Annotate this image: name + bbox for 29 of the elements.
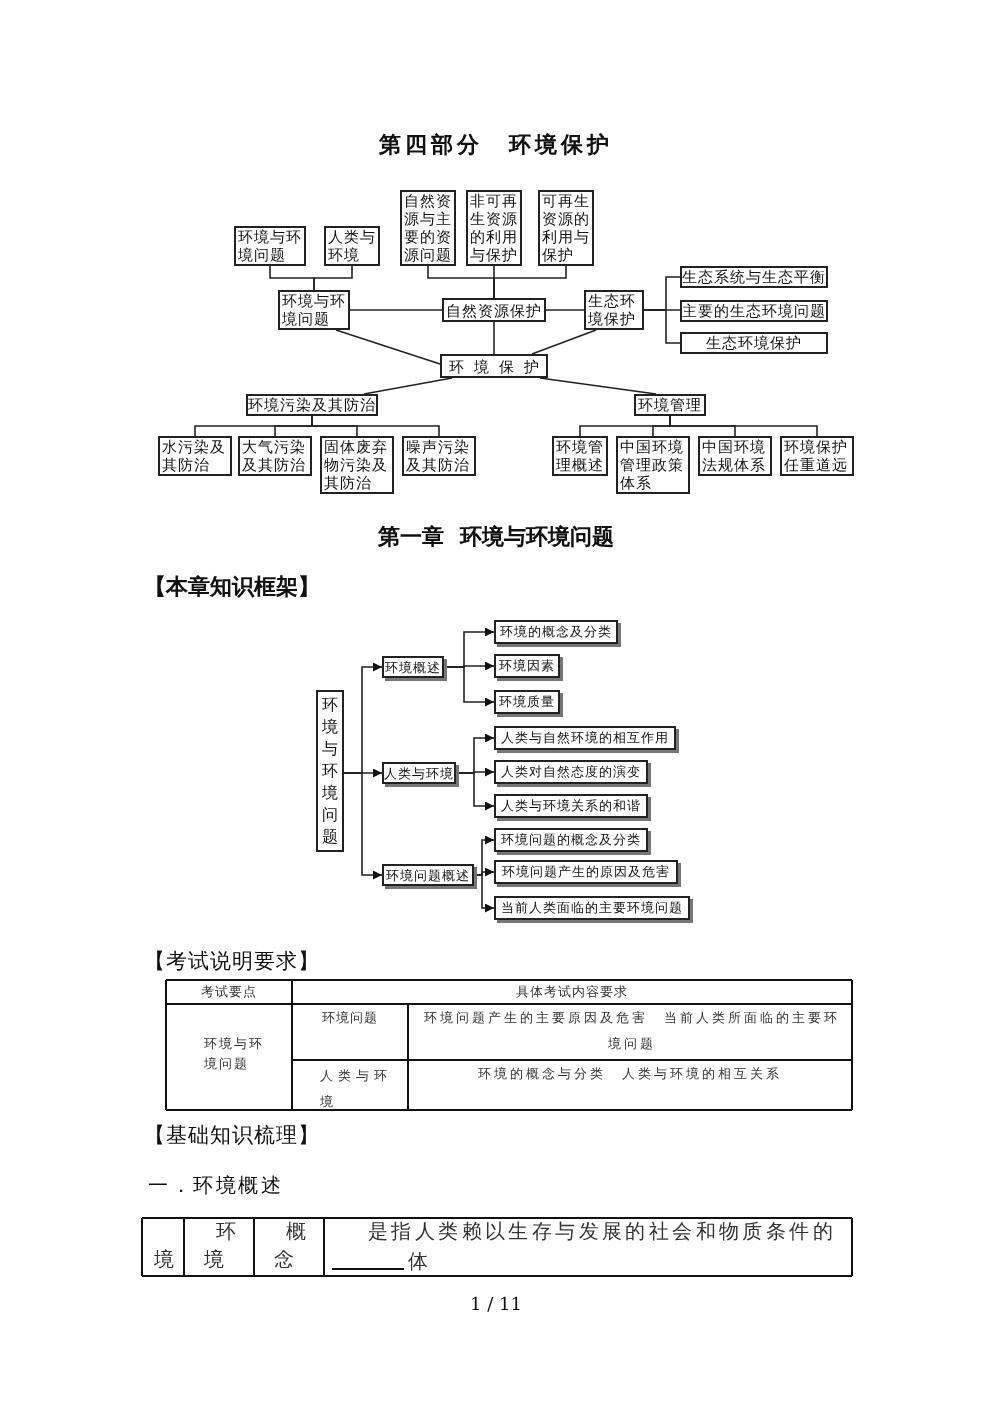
connector-line xyxy=(531,329,597,355)
connector-line xyxy=(493,321,495,355)
connector-line xyxy=(311,415,440,437)
section-heading: 【基础知识梳理】 xyxy=(144,1122,320,1150)
section-heading: 【考试说明要求】 xyxy=(144,948,320,976)
section-heading: 【本章知识框架】 xyxy=(144,574,320,602)
table-text: 环境 xyxy=(202,1220,248,1276)
arrow xyxy=(443,666,495,707)
definition-text: 是指人类赖以生存与发展的社会和物质条件的 xyxy=(368,1220,836,1248)
connector-line xyxy=(335,329,441,365)
connector-line xyxy=(363,377,453,395)
arrow xyxy=(455,772,495,811)
connector-line xyxy=(493,265,567,299)
connector-line xyxy=(643,309,681,344)
connector-line xyxy=(349,309,443,311)
page-number: 1 / 11 xyxy=(468,1294,524,1318)
table-text: 概念 xyxy=(272,1220,318,1276)
arrow xyxy=(343,772,383,880)
arrow xyxy=(473,874,495,913)
connector-line xyxy=(545,309,585,311)
topic-box: 环境与环境问题 xyxy=(316,690,344,852)
definition-text: 体 xyxy=(408,1252,432,1274)
page-title: 第四部分 环境保护 xyxy=(377,132,615,160)
table-text: 境 xyxy=(152,1248,176,1276)
chapter-title: 第一章 环境与环境问题 xyxy=(376,524,616,552)
section-heading: 一．环境概述 xyxy=(148,1174,284,1200)
connector-line xyxy=(669,415,818,437)
connector-line xyxy=(313,265,353,291)
connector-line xyxy=(539,377,657,395)
